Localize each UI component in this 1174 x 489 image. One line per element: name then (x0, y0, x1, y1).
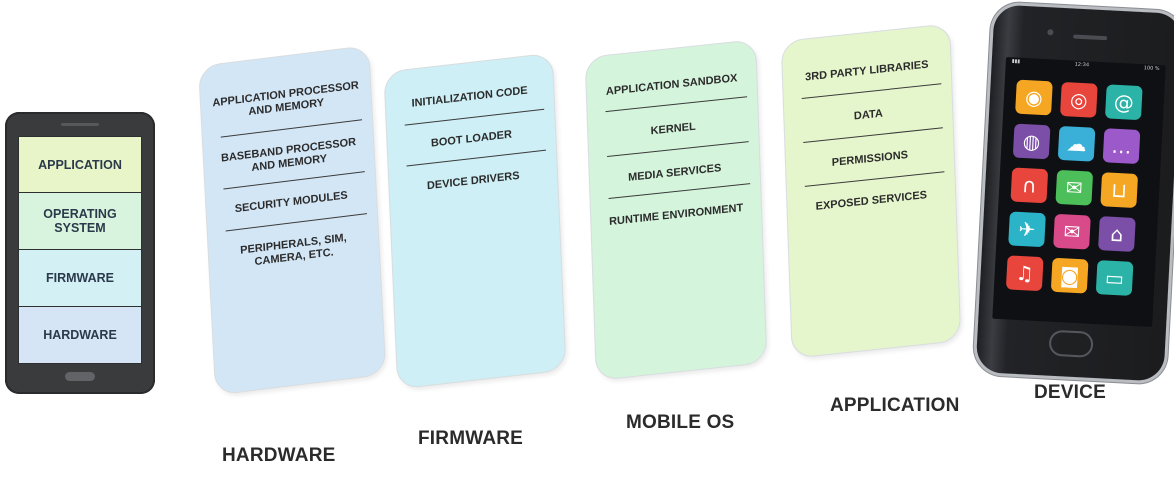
device-home-button (1048, 329, 1094, 358)
layer-label: FIRMWARE (45, 271, 115, 285)
card-item: MEDIA SERVICES (627, 162, 722, 184)
card-item: KERNEL (650, 120, 696, 138)
separator (220, 119, 363, 138)
layer-label: OPERATING SYSTEM (43, 207, 117, 235)
caption-application: APPLICATION (830, 395, 960, 416)
mobile-os-card: APPLICATION SANDBOX KERNEL MEDIA SERVICE… (584, 39, 768, 381)
app-grid: ◉◎@ ◍☁… ∩✉⊔ ✈✉⌂ ♫◙▭ (1005, 79, 1155, 297)
open-mail-icon[interactable]: ✉ (1053, 213, 1091, 250)
caption-hardware: HARDWARE (222, 445, 336, 466)
separator (404, 108, 545, 126)
card-item: PERIPHERALS, SIM, CAMERA, ETC. (239, 231, 347, 269)
separator (803, 127, 943, 143)
device-screen: ▮▮▮ 12:34 100 % ◉◎@ ◍☁… ∩✉⊔ ✈✉⌂ ♫◙▭ (992, 56, 1166, 328)
layer-firmware: FIRMWARE (18, 249, 142, 307)
separator (225, 213, 367, 232)
layer-hardware: HARDWARE (18, 306, 142, 364)
hardware-card: APPLICATION PROCESSOR AND MEMORY BASEBAN… (198, 44, 387, 396)
caption-firmware: FIRMWARE (418, 428, 524, 449)
signal-icon: ▮▮▮ (1011, 58, 1021, 65)
card-item: DATA (853, 107, 883, 123)
home-button (65, 372, 95, 381)
speaker (61, 123, 99, 126)
card-item: DEVICE DRIVERS (426, 169, 520, 193)
firmware-card: INITIALIZATION CODE BOOT LOADER DEVICE D… (383, 52, 567, 390)
gamepad-icon[interactable]: ◎ (1060, 81, 1098, 118)
separator (605, 96, 748, 113)
card-item: APPLICATION PROCESSOR AND MEMORY (212, 79, 360, 119)
separator (607, 141, 749, 158)
earpiece (1073, 34, 1108, 41)
card-item: 3RD PARTY LIBRARIES (804, 58, 929, 84)
headphones-icon[interactable]: ∩ (1010, 167, 1049, 204)
rss-icon[interactable]: ◉ (1015, 79, 1053, 116)
application-card: 3RD PARTY LIBRARIES DATA PERMISSIONS EXP… (780, 23, 962, 359)
status-time: 12:34 (1074, 61, 1090, 69)
separator (608, 183, 751, 200)
caption-mobile-os: MOBILE OS (626, 412, 735, 433)
at-icon[interactable]: @ (1104, 84, 1143, 121)
status-battery: 100 % (1143, 65, 1160, 73)
monitor-icon[interactable]: ▭ (1095, 260, 1134, 296)
card-item: EXPOSED SERVICES (815, 189, 928, 213)
chat-icon[interactable]: … (1102, 128, 1141, 165)
card-item: PERMISSIONS (831, 149, 909, 170)
caption-device: DEVICE (1034, 382, 1106, 403)
layer-label: APPLICATION (38, 157, 122, 172)
layer-label: HARDWARE (43, 328, 117, 342)
card-item: APPLICATION SANDBOX (605, 72, 738, 98)
separator (406, 149, 546, 167)
front-camera (1047, 29, 1054, 36)
cart-icon[interactable]: ⊔ (1100, 172, 1139, 209)
card-item: RUNTIME ENVIRONMENT (608, 201, 744, 229)
music-icon[interactable]: ♫ (1005, 255, 1044, 292)
camera-icon[interactable]: ◙ (1050, 257, 1089, 294)
globe-icon[interactable]: ◍ (1012, 123, 1051, 160)
status-bar: ▮▮▮ 12:34 100 % (1005, 57, 1165, 75)
layer-application: APPLICATION (18, 136, 142, 193)
layer-stack-phone: APPLICATION OPERATING SYSTEM FIRMWARE HA… (5, 112, 155, 394)
weather-icon[interactable]: ☁ (1057, 125, 1096, 162)
separator (801, 83, 942, 99)
card-item: BOOT LOADER (430, 128, 513, 150)
layer-operating-system: OPERATING SYSTEM (18, 192, 142, 250)
smartphone-device: ▮▮▮ 12:34 100 % ◉◎@ ◍☁… ∩✉⊔ ✈✉⌂ ♫◙▭ (975, 4, 1174, 382)
separator (804, 171, 945, 187)
card-item: SECURITY MODULES (234, 189, 349, 216)
mail-icon[interactable]: ✉ (1055, 169, 1094, 206)
home-icon[interactable]: ⌂ (1098, 216, 1136, 252)
airplane-icon[interactable]: ✈ (1008, 211, 1046, 248)
card-item: INITIALIZATION CODE (411, 84, 528, 110)
